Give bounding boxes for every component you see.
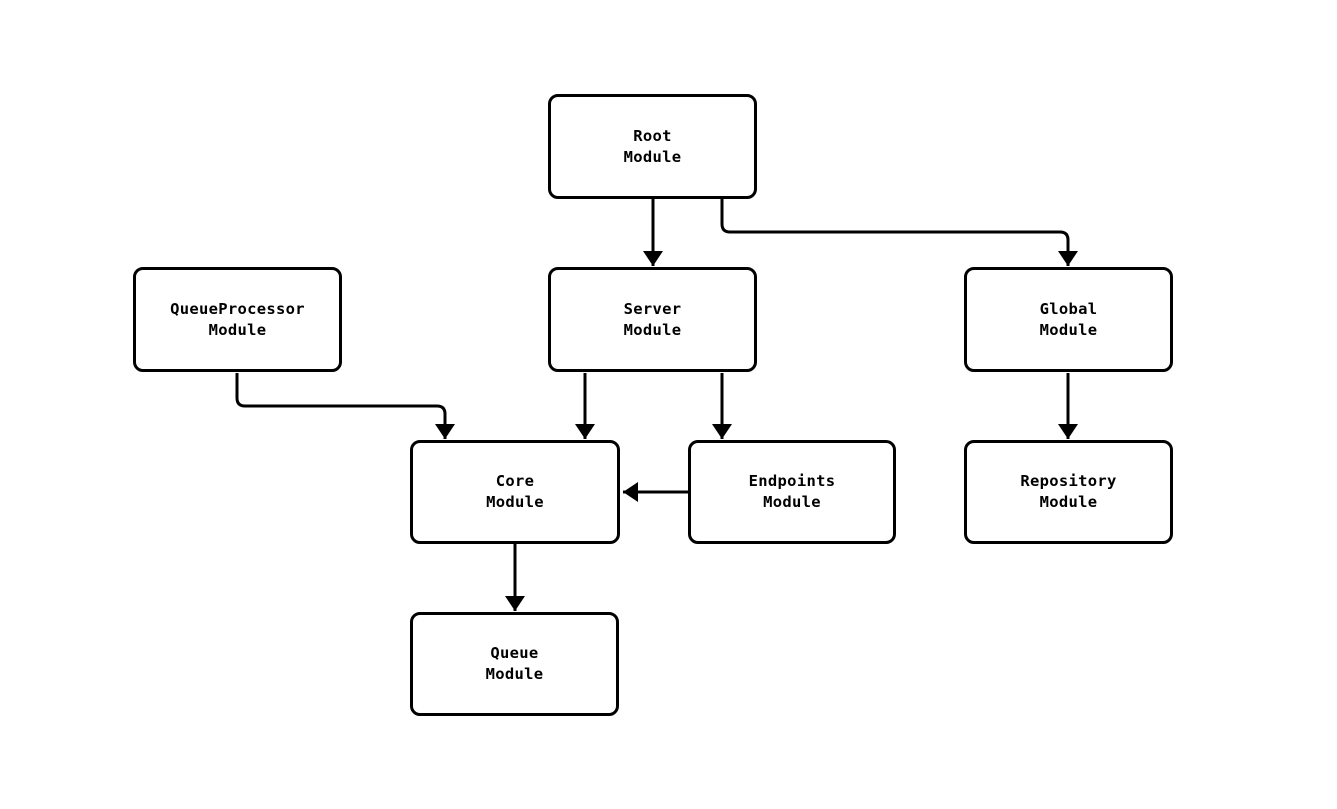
node-root-module-label: Root Module (623, 126, 682, 166)
node-queue-module: Queue Module (410, 612, 619, 716)
node-core-module: Core Module (410, 440, 620, 544)
edge-queueprocessor-to-core (235, 373, 455, 439)
node-global-module: Global Module (964, 267, 1173, 372)
node-root-module: Root Module (548, 94, 757, 199)
node-endpoints-module-label: Endpoints Module (748, 472, 836, 511)
node-core-module-label: Core Module (486, 472, 544, 511)
node-server-module-label: Server Module (623, 299, 682, 339)
node-endpoints-module: Endpoints Module (688, 440, 896, 544)
node-repository-module: Repository Module (964, 440, 1173, 544)
node-queue-module-label: Queue Module (485, 644, 544, 683)
node-repository-module-label: Repository Module (1020, 472, 1117, 511)
node-global-module-label: Global Module (1039, 299, 1098, 339)
node-queueprocessor-module: QueueProcessor Module (133, 267, 342, 372)
node-queueprocessor-module-label: QueueProcessor Module (170, 299, 305, 339)
edge-root-to-global (720, 199, 1078, 266)
node-server-module: Server Module (548, 267, 757, 372)
